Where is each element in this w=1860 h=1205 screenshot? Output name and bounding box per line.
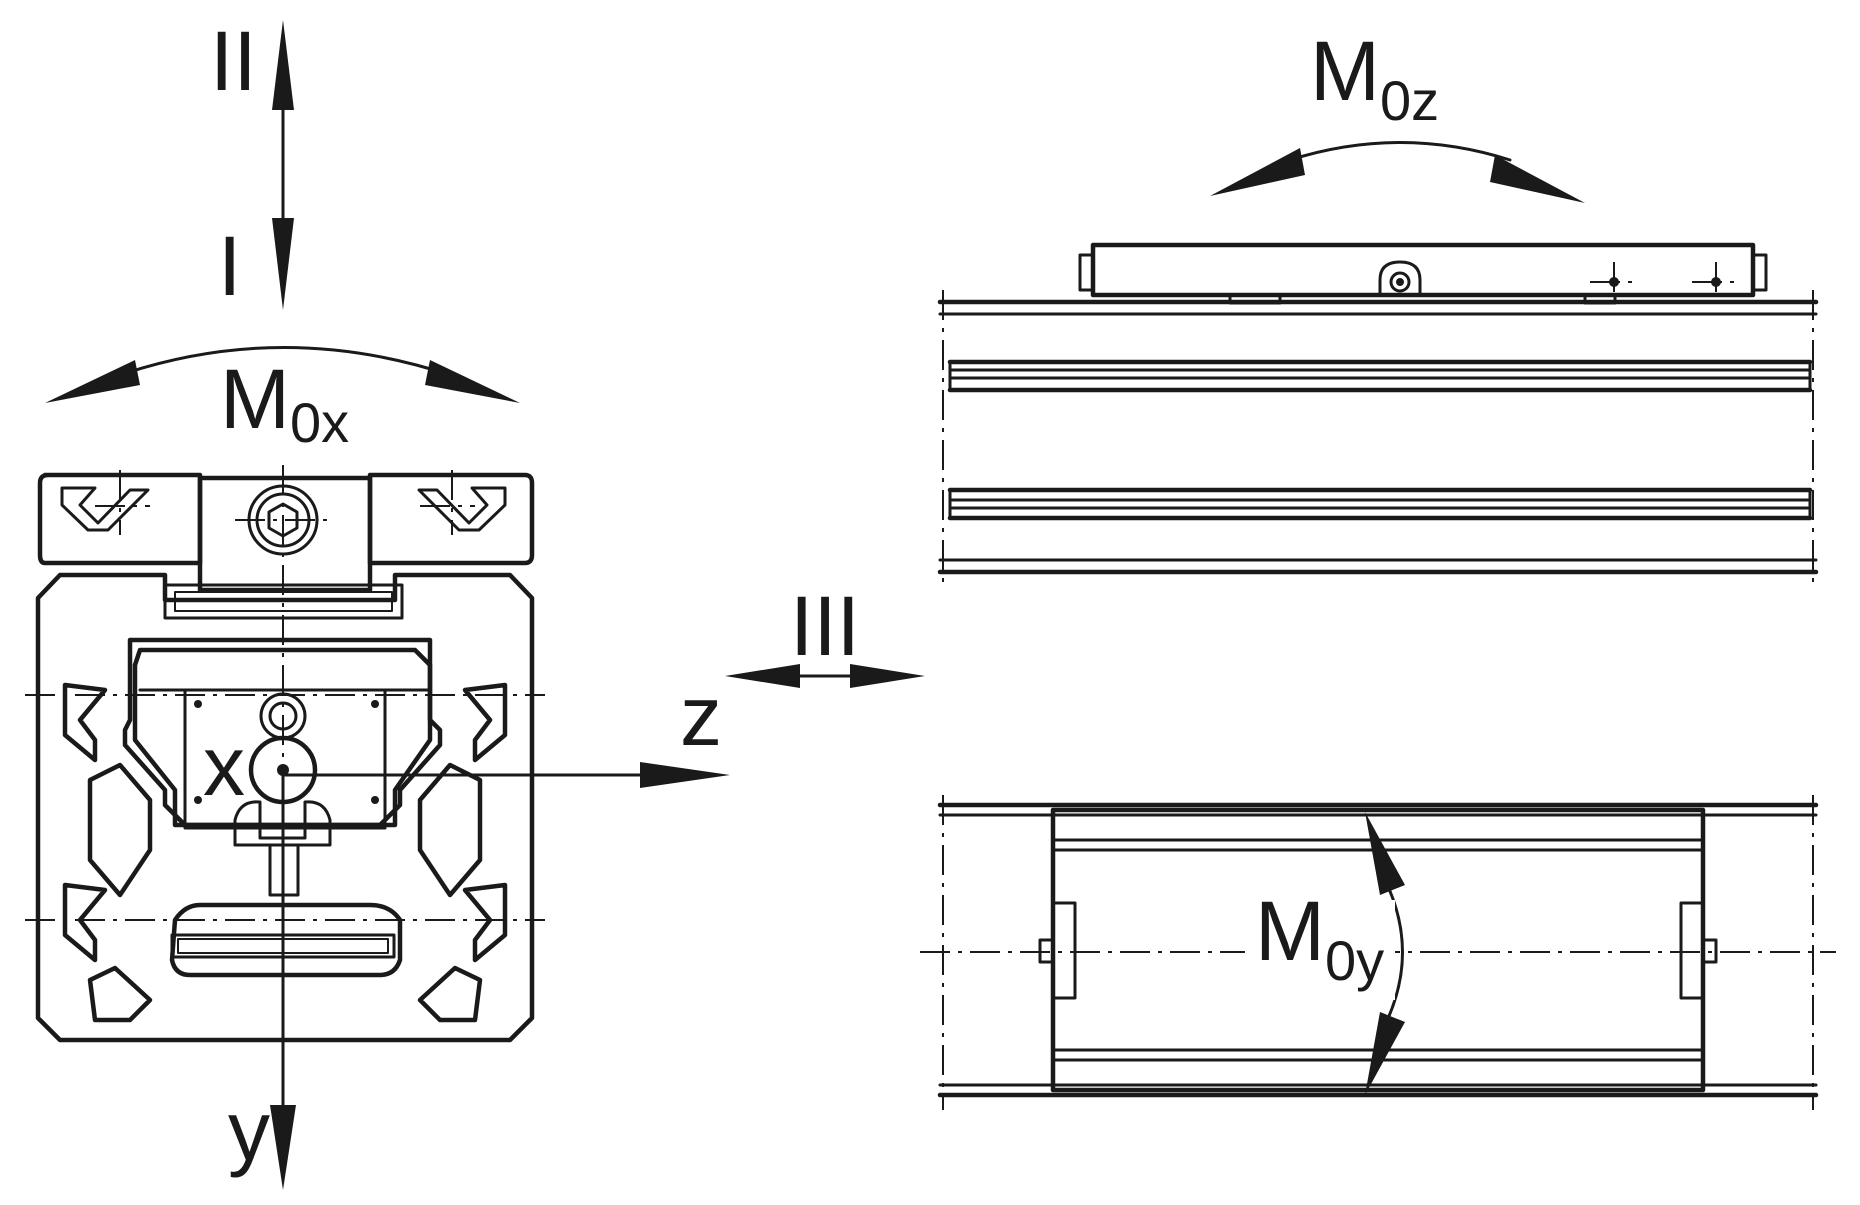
moment-y-arrow	[1365, 812, 1405, 1095]
moment-x-label: M0x	[220, 352, 349, 454]
axis-label-x: x	[203, 719, 245, 813]
moment-y-label: M0y	[1255, 884, 1384, 992]
z-axis-arrow	[281, 762, 730, 788]
top-view: M0y	[920, 795, 1836, 1110]
moment-x-arrow	[45, 346, 520, 403]
direction-label-ii: II	[210, 14, 257, 108]
axis-label-y: y	[228, 1084, 270, 1178]
cross-section-view: II I M0x	[25, 14, 730, 1190]
moment-z-arrow	[1210, 141, 1585, 203]
direction-label-i: I	[218, 219, 241, 313]
direction-label-iii: III	[790, 579, 860, 673]
lateral-load-arrow	[725, 664, 925, 688]
moment-y-label-backing	[1245, 900, 1395, 1000]
vertical-load-arrow	[272, 20, 294, 310]
guide-profile-section	[35, 572, 535, 1043]
carriage-top-plate	[37, 470, 535, 593]
y-axis-arrow	[270, 773, 296, 1190]
axis-label-z: z	[680, 669, 722, 763]
moment-z-label: M0z	[1310, 24, 1439, 132]
side-view: M0z	[937, 24, 1819, 585]
